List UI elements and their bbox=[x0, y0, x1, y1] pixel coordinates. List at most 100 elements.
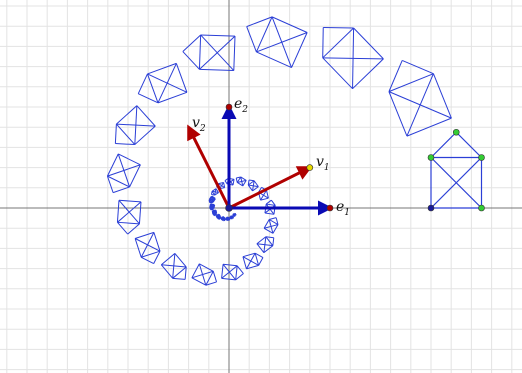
house-edge bbox=[253, 180, 259, 187]
house-edge bbox=[254, 253, 260, 266]
house-edge bbox=[134, 238, 142, 258]
house-edge bbox=[268, 219, 279, 226]
house-edge bbox=[215, 188, 219, 193]
house-edge bbox=[106, 153, 119, 177]
house-edge bbox=[402, 59, 434, 75]
house-edge bbox=[161, 253, 176, 266]
house-edge bbox=[191, 277, 207, 286]
house-edge bbox=[118, 199, 142, 203]
house-edge bbox=[191, 270, 214, 279]
house-edge bbox=[117, 221, 129, 235]
house-edge bbox=[211, 188, 217, 192]
house-edge bbox=[430, 157, 482, 209]
house-edge bbox=[199, 35, 236, 70]
house-edge bbox=[260, 197, 269, 201]
house-edge bbox=[247, 179, 250, 186]
e1-tip-point[interactable] bbox=[326, 204, 334, 212]
house-edge bbox=[118, 199, 140, 225]
house-copy bbox=[322, 26, 384, 90]
house-edge bbox=[116, 105, 138, 125]
house-edge bbox=[160, 264, 174, 279]
house-edge bbox=[138, 93, 159, 104]
house-edge bbox=[265, 190, 269, 199]
house-edge bbox=[265, 236, 274, 239]
house-edge bbox=[263, 227, 274, 234]
house-edge bbox=[252, 186, 259, 192]
house-edge bbox=[153, 232, 161, 252]
house-edge bbox=[272, 237, 275, 246]
house-copy bbox=[106, 153, 141, 194]
house-edge bbox=[237, 179, 247, 183]
house-edge bbox=[406, 117, 452, 137]
house-copy bbox=[232, 212, 237, 218]
house-vertex-point[interactable] bbox=[452, 128, 460, 136]
house-edge bbox=[258, 257, 264, 266]
house-edge bbox=[157, 91, 188, 104]
house-edge bbox=[237, 182, 244, 187]
house-edge bbox=[265, 236, 274, 246]
house-edge bbox=[263, 245, 274, 254]
house-edge bbox=[235, 177, 238, 183]
house-vertex-point[interactable] bbox=[478, 154, 485, 161]
house-copy bbox=[215, 213, 222, 220]
house-edge bbox=[222, 217, 226, 221]
house-edge bbox=[218, 182, 224, 185]
original-house bbox=[430, 131, 483, 209]
house-copy bbox=[221, 263, 244, 281]
house-copy bbox=[210, 188, 219, 196]
house-edge bbox=[242, 252, 256, 258]
house-spiral-copies bbox=[106, 16, 452, 286]
house-edge bbox=[172, 266, 187, 279]
house-edge bbox=[127, 223, 140, 235]
house-edge bbox=[212, 271, 218, 283]
house-vertex-point[interactable] bbox=[427, 154, 435, 161]
house-edge bbox=[256, 51, 292, 69]
house-vertex-point[interactable] bbox=[478, 204, 485, 212]
house-copy bbox=[263, 217, 279, 234]
house-copy bbox=[160, 253, 187, 280]
house-copy bbox=[211, 209, 218, 217]
house-anchor-point[interactable] bbox=[427, 204, 435, 212]
house-edge bbox=[432, 73, 452, 119]
house-copy bbox=[137, 62, 188, 104]
house-copy bbox=[256, 236, 275, 254]
house-edge bbox=[256, 243, 265, 253]
house-edge bbox=[217, 216, 221, 220]
house-edge bbox=[248, 179, 255, 182]
house-edge bbox=[214, 192, 219, 196]
house-copy bbox=[182, 34, 236, 72]
points bbox=[225, 103, 485, 212]
house-edge bbox=[256, 236, 267, 245]
house-edge bbox=[240, 176, 247, 181]
v1-tip-point[interactable] bbox=[306, 164, 314, 171]
house-edge bbox=[107, 175, 130, 188]
origin-point[interactable] bbox=[225, 204, 233, 212]
house-edge bbox=[236, 176, 242, 183]
house-edge bbox=[199, 263, 214, 272]
house-edge bbox=[114, 124, 117, 144]
house-edge bbox=[268, 219, 274, 234]
house-edge bbox=[200, 34, 236, 37]
house-edge bbox=[214, 188, 217, 196]
vector-v2 bbox=[187, 124, 231, 209]
house-edge bbox=[118, 153, 141, 166]
house-edge bbox=[146, 73, 159, 104]
house-edge bbox=[235, 265, 238, 280]
house-edge bbox=[174, 253, 187, 268]
house-edge bbox=[141, 250, 161, 258]
house-edge bbox=[232, 179, 235, 186]
house-edge bbox=[134, 105, 138, 145]
house-edge bbox=[112, 186, 130, 194]
house-edge bbox=[115, 143, 135, 146]
house-edge bbox=[182, 34, 201, 52]
house-edge bbox=[235, 273, 244, 281]
house-copy bbox=[209, 203, 216, 211]
house-copy bbox=[246, 16, 308, 69]
house-copy bbox=[191, 263, 218, 286]
e2-tip-point[interactable] bbox=[225, 103, 233, 111]
house-edge bbox=[172, 277, 186, 280]
house-edge bbox=[223, 182, 226, 188]
